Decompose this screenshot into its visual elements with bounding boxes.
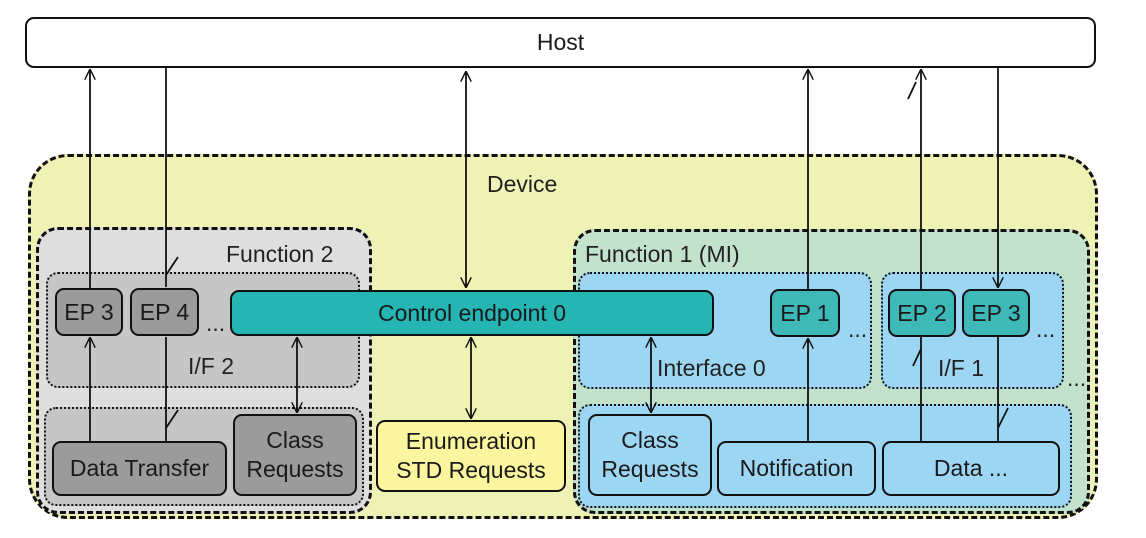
function2-class-requests-line2: Requests bbox=[246, 456, 344, 482]
function2-ep4: EP 4 bbox=[130, 288, 199, 336]
f2-ep4-tick bbox=[165, 256, 179, 276]
control-endpoint-label: Control endpoint 0 bbox=[378, 299, 566, 326]
function1-data-label: Data ... bbox=[933, 455, 1009, 482]
function1-ep1-label: EP 1 bbox=[780, 299, 830, 326]
function1-outer-ellipsis: ... bbox=[1067, 365, 1087, 391]
function2-class-requests: Class Requests bbox=[233, 414, 357, 496]
function2-label: Function 2 bbox=[226, 241, 334, 267]
function2-data-transfer: Data Transfer bbox=[52, 441, 227, 496]
function1-label: Function 1 (MI) bbox=[585, 241, 740, 267]
function1-ep3: EP 3 bbox=[962, 289, 1030, 337]
control-endpoint-0: Control endpoint 0 bbox=[230, 290, 714, 336]
function1-class-requests-line2: Requests bbox=[601, 456, 699, 482]
device-label: Device bbox=[487, 171, 558, 197]
f2-data-tick bbox=[165, 409, 179, 429]
function2-class-requests-line1: Class bbox=[266, 427, 324, 454]
function1-ep3-label: EP 3 bbox=[971, 299, 1021, 326]
f1-ep2-tick-top bbox=[907, 81, 917, 100]
function2-ep-ellipsis: ... bbox=[206, 310, 226, 336]
function1-data: Data ... bbox=[882, 441, 1060, 496]
interface0-ellipsis: ... bbox=[848, 316, 868, 342]
function2-data-transfer-label: Data Transfer bbox=[69, 455, 210, 482]
function1-ep2: EP 2 bbox=[888, 289, 956, 337]
interface0-label: Interface 0 bbox=[657, 355, 766, 381]
f1-data-tick bbox=[997, 407, 1009, 429]
function2-ep3-label: EP 3 bbox=[64, 298, 114, 325]
function1-class-requests-line1: Class bbox=[621, 427, 679, 454]
function1-ep2-label: EP 2 bbox=[897, 299, 947, 326]
enumeration-std-requests: Enumeration STD Requests bbox=[376, 420, 566, 492]
interface1-ellipsis: ... bbox=[1036, 316, 1056, 342]
function2-interface-label: I/F 2 bbox=[188, 353, 235, 379]
host-box: Host bbox=[25, 17, 1096, 68]
f1-ep2-tick-bottom bbox=[912, 348, 922, 367]
function1-ep1: EP 1 bbox=[770, 289, 840, 337]
function1-notification: Notification bbox=[717, 441, 876, 496]
enumeration-line1: Enumeration bbox=[405, 428, 537, 455]
interface1-label: I/F 1 bbox=[938, 355, 985, 381]
host-label: Host bbox=[536, 29, 585, 56]
function2-ep3: EP 3 bbox=[55, 288, 123, 336]
function1-class-requests: Class Requests bbox=[588, 414, 712, 496]
enumeration-line2: STD Requests bbox=[396, 457, 546, 483]
function2-ep4-label: EP 4 bbox=[139, 298, 190, 325]
function1-notification-label: Notification bbox=[739, 455, 854, 482]
